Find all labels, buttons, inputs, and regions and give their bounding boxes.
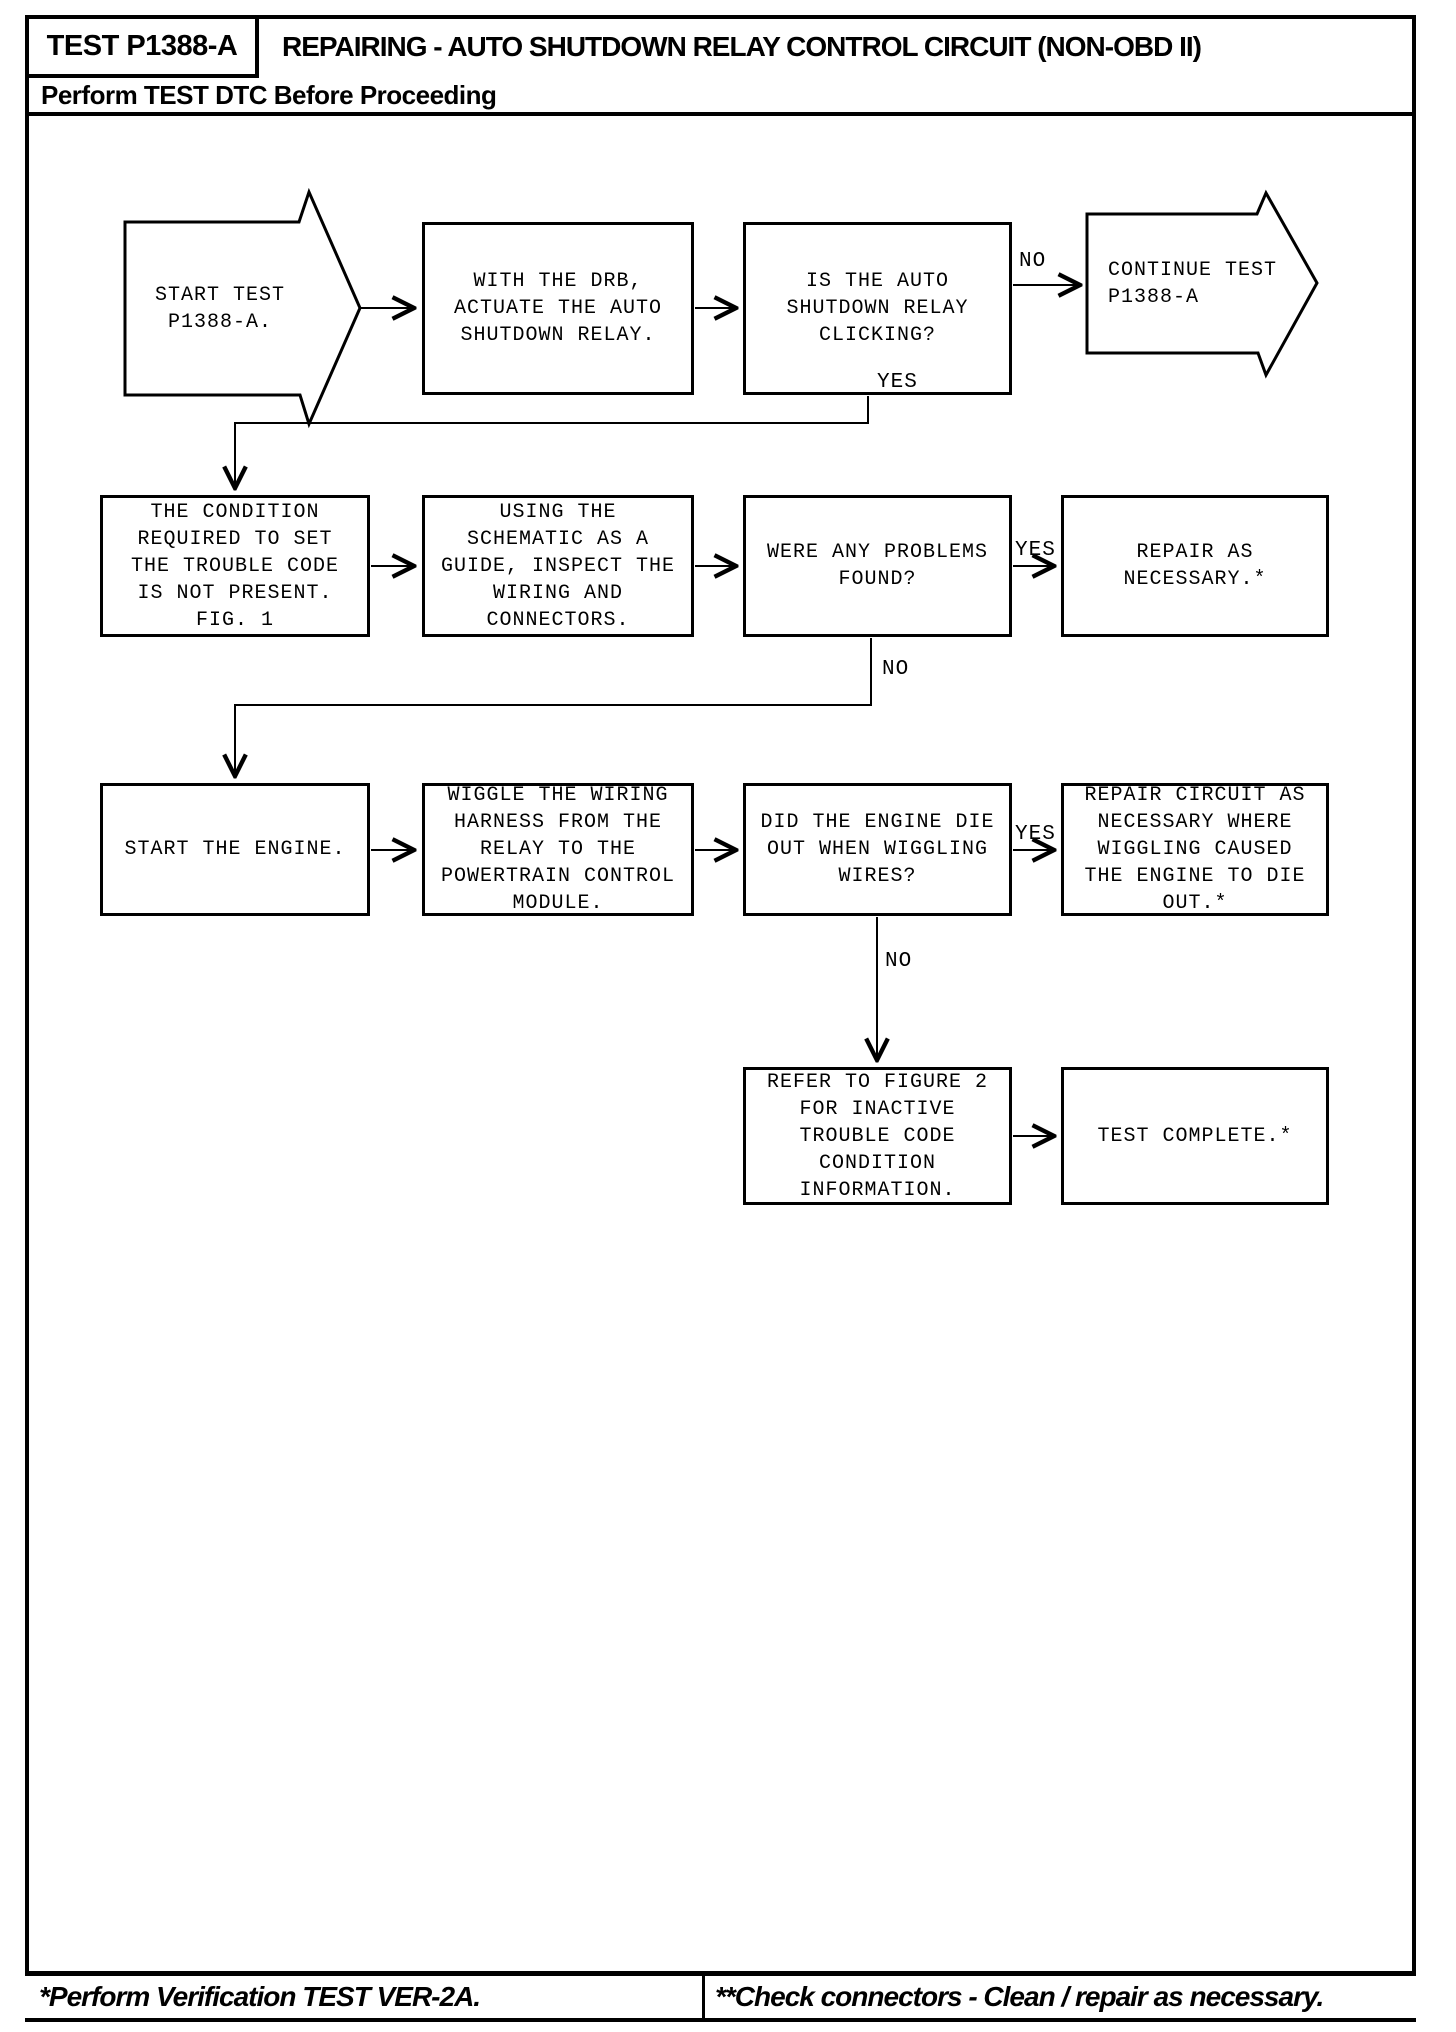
edge-label-no-3: NO <box>885 950 913 973</box>
node-test-complete: TEST COMPLETE.* <box>1061 1067 1329 1205</box>
node-condition-not-present: THE CONDITION REQUIRED TO SET THE TROUBL… <box>100 495 370 637</box>
node-actuate-relay: WITH THE DRB, ACTUATE THE AUTO SHUTDOWN … <box>422 222 694 395</box>
continue-arrow-shape <box>1085 189 1319 379</box>
footer-notes: *Perform Verification TEST VER-2A. **Che… <box>25 1971 1416 2022</box>
page-title: REPAIRING - AUTO SHUTDOWN RELAY CONTROL … <box>282 30 1202 62</box>
edge-label-no-2: NO <box>882 658 910 681</box>
node-wiggle-harness: WIGGLE THE WIRING HARNESS FROM THE RELAY… <box>422 783 694 916</box>
node-continue-test: CONTINUE TEST P1388-A <box>1108 258 1278 309</box>
node-repair-circuit: REPAIR CIRCUIT AS NECESSARY WHERE WIGGLI… <box>1061 783 1329 916</box>
node-inspect-wiring: USING THE SCHEMATIC AS A GUIDE, INSPECT … <box>422 495 694 637</box>
edge-label-no-1: NO <box>1019 250 1047 273</box>
start-arrow-shape <box>123 187 362 429</box>
edge-clicking-condition-yes <box>235 396 869 486</box>
node-repair-as-necessary: REPAIR AS NECESSARY.* <box>1061 495 1329 637</box>
edge-problems-engine-no <box>235 638 872 774</box>
node-refer-figure-2: REFER TO FIGURE 2 FOR INACTIVE TROUBLE C… <box>743 1067 1012 1205</box>
footer-note-connectors: **Check connectors - Clean / repair as n… <box>715 1981 1324 2012</box>
edge-label-yes-3: YES <box>1015 823 1056 846</box>
node-relay-clicking-question: IS THE AUTO SHUTDOWN RELAY CLICKING? <box>743 222 1012 395</box>
footer-divider <box>702 1976 705 2018</box>
node-engine-die-question: DID THE ENGINE DIE OUT WHEN WIGGLING WIR… <box>743 783 1012 916</box>
edge-label-yes-1: YES <box>877 371 918 394</box>
node-start-engine: START THE ENGINE. <box>100 783 370 916</box>
node-start-test: START TEST P1388-A. <box>154 283 286 334</box>
edge-label-yes-2: YES <box>1015 539 1056 562</box>
footer-note-verification: *Perform Verification TEST VER-2A. <box>39 1981 481 2012</box>
header-divider <box>25 112 1416 116</box>
test-id-label: TEST P1388-A <box>46 30 238 62</box>
page-subtitle: Perform TEST DTC Before Proceeding <box>41 79 497 110</box>
test-id-box: TEST P1388-A <box>25 15 259 78</box>
node-problems-found-question: WERE ANY PROBLEMS FOUND? <box>743 495 1012 637</box>
